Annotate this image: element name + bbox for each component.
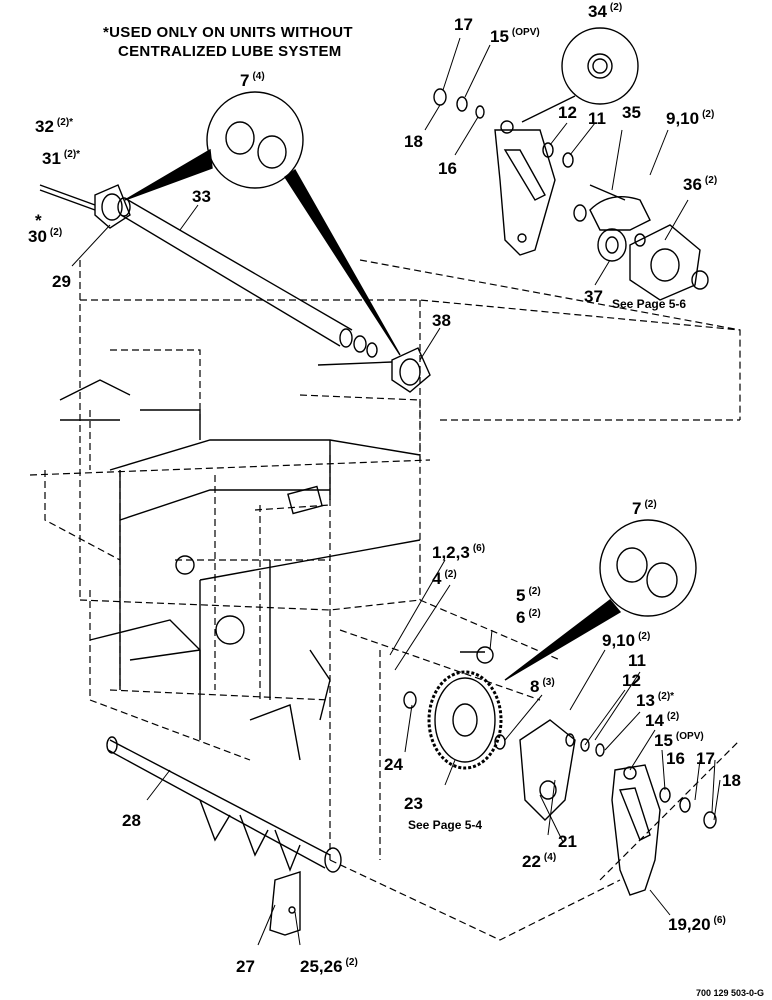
callout-12-bottom: 12 [622,671,641,690]
detail-bubble-7-top [124,91,401,356]
note-line-2: CENTRALIZED LUBE SYSTEM [118,43,342,60]
detail-bubble-34 [521,27,639,123]
callout-15-bottom: 15(OPV) [654,731,704,750]
leader-lines [71,37,721,946]
callout-1-2-3: 1,2,3(6) [432,543,486,562]
callout-6: 6(2) [516,608,541,627]
callout-25-26: 25,26(2) [300,957,358,976]
callout-15-top: 15(OPV) [490,27,540,46]
see-page-ref-bottom: See Page 5-4 [408,818,483,832]
callout-35: 35 [622,103,641,122]
callout-16-top: 16 [438,159,457,178]
callout-11-top: 11 [588,109,606,128]
callout-5: 5(2) [516,586,541,605]
callout-16-bottom: 16 [666,749,685,768]
slotted-plate-bottom [611,764,661,896]
callout-7-bottom: 7(2) [632,499,657,518]
flange-38 [317,347,431,393]
bracket-21 [519,719,576,821]
callout-19-20: 19,20(6) [668,915,726,934]
callout-23: 23 [404,794,423,813]
callout-24: 24 [384,755,403,774]
shaft-33 [117,197,378,358]
asterisk-30: * [35,211,42,230]
note-line-1: *USED ONLY ON UNITS WITHOUT [103,24,353,41]
callout-29: 29 [52,272,71,291]
callout-30: 30(2) [28,227,63,246]
callout-9-10-top: 9,10(2) [666,109,715,128]
callout-27: 27 [236,957,255,976]
callout-34: 34(2) [588,2,623,21]
callout-33: 33 [192,187,211,206]
washers-top-right [433,88,587,222]
cam-35 [589,184,651,231]
callout-21: 21 [558,832,577,851]
callout-31: 31(2)* [42,149,81,168]
callout-18-bottom: 18 [722,771,741,790]
callout-4: 4(2) [432,569,457,588]
bolt-5-6 [460,646,494,664]
callout-37: 37 [584,287,603,306]
callout-8: 8(3) [530,677,555,696]
callout-22: 22(4) [522,852,557,871]
callout-38: 38 [432,311,451,330]
frame-structure [59,379,421,761]
auger-28 [106,736,342,873]
bracket-27 [269,871,301,936]
callout-18-top: 18 [404,132,423,151]
callout-9-10-bottom: 9,10(2) [602,631,651,650]
callout-28: 28 [122,811,141,830]
drawing-code: 700 129 503-0-G [696,988,765,998]
sprocket-23 [403,670,506,770]
bearing-37 [597,228,646,262]
flange-29 [39,184,131,229]
callout-32: 32(2)* [35,117,74,136]
slotted-plate-top [494,120,556,256]
callout-17-top: 17 [454,15,473,34]
callout-13: 13(2)* [636,691,675,710]
callout-36: 36(2) [683,175,718,194]
callout-12-top: 12 [558,103,577,122]
callout-11-bottom: 11 [628,651,646,670]
see-page-ref-top: See Page 5-6 [612,297,687,311]
detail-bubble-7-bottom [504,519,697,681]
phantom-outlines [29,259,741,941]
callout-17-bottom: 17 [696,749,715,768]
callout-14: 14(2) [645,711,680,730]
flange-plate-36 [629,224,709,301]
callout-7-top: 7(4) [240,71,265,90]
